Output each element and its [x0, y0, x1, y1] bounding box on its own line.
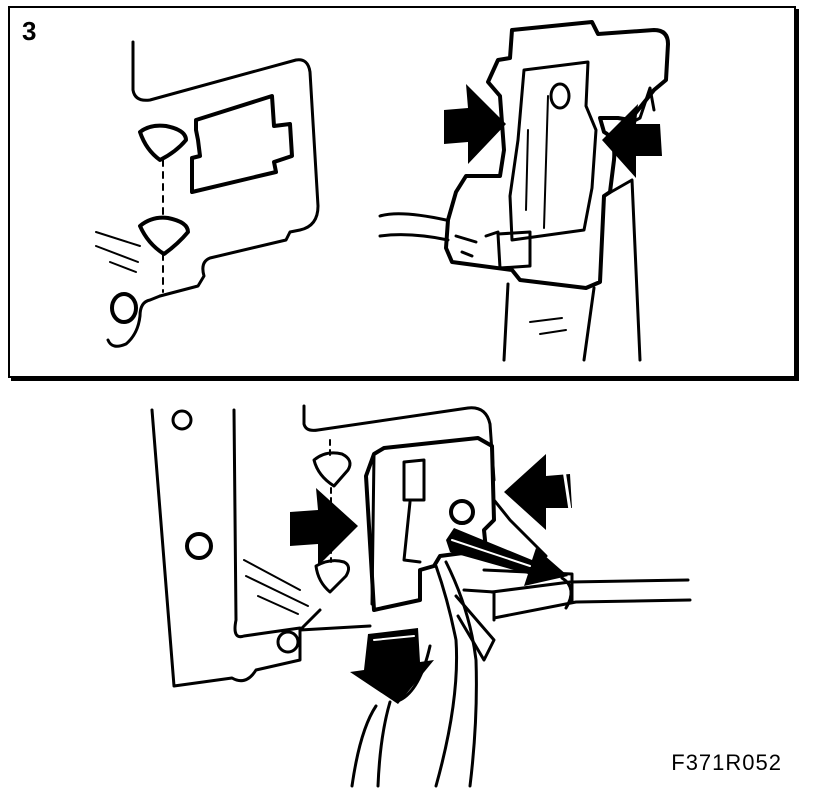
- arrow-press-right-top: [602, 104, 662, 178]
- cable-top-upper: [380, 214, 446, 220]
- step-number: 3: [22, 16, 37, 46]
- panel-hole-middle: [187, 534, 211, 558]
- arrow-press-right-bottom: [504, 454, 572, 530]
- bracket-window: [192, 96, 292, 192]
- connector-assembly-top: [380, 22, 668, 360]
- arrow-press-left-bottom: [290, 488, 358, 566]
- connector-bottom-tab: [498, 232, 530, 268]
- bracket-lower-lip: [108, 296, 160, 346]
- cable-top-lower: [380, 235, 448, 240]
- top-panel-frame: [8, 6, 796, 378]
- connector-assembly-bottom: [352, 438, 690, 786]
- bracket-tab-lower: [140, 218, 188, 254]
- bracket-hole: [112, 294, 136, 322]
- harness-left: [436, 566, 457, 786]
- figure-code: F371R052: [671, 750, 782, 775]
- connector-body-bottom: [366, 438, 494, 610]
- body-panel-bottom: [152, 406, 494, 690]
- lower-pipe-right: [378, 702, 390, 786]
- connector-latch-slot: [510, 62, 596, 240]
- connector-hole-bottom: [451, 501, 473, 523]
- cable-bottom-upper: [492, 580, 688, 592]
- cable-bottom-lower: [494, 600, 690, 618]
- body-panel-outline: [152, 410, 300, 686]
- mounting-bracket: [96, 42, 318, 346]
- bottom-tab-upper: [314, 453, 350, 486]
- panel-hole-upper: [173, 411, 191, 429]
- support-post-top: [504, 284, 508, 360]
- bottom-tab-lower: [316, 561, 349, 592]
- connector-hole-top: [551, 84, 569, 108]
- inner-bracket-outline: [304, 406, 494, 480]
- lower-pipe-left: [352, 706, 376, 786]
- arrow-pull-down: [350, 628, 434, 704]
- panel-hole-lower: [278, 632, 298, 652]
- bracket-tab-upper: [140, 126, 186, 160]
- bracket-plate-outline: [133, 42, 318, 296]
- arrow-pull-out: [446, 528, 568, 586]
- harness-middle: [446, 562, 476, 786]
- arrow-press-left-top: [444, 84, 506, 164]
